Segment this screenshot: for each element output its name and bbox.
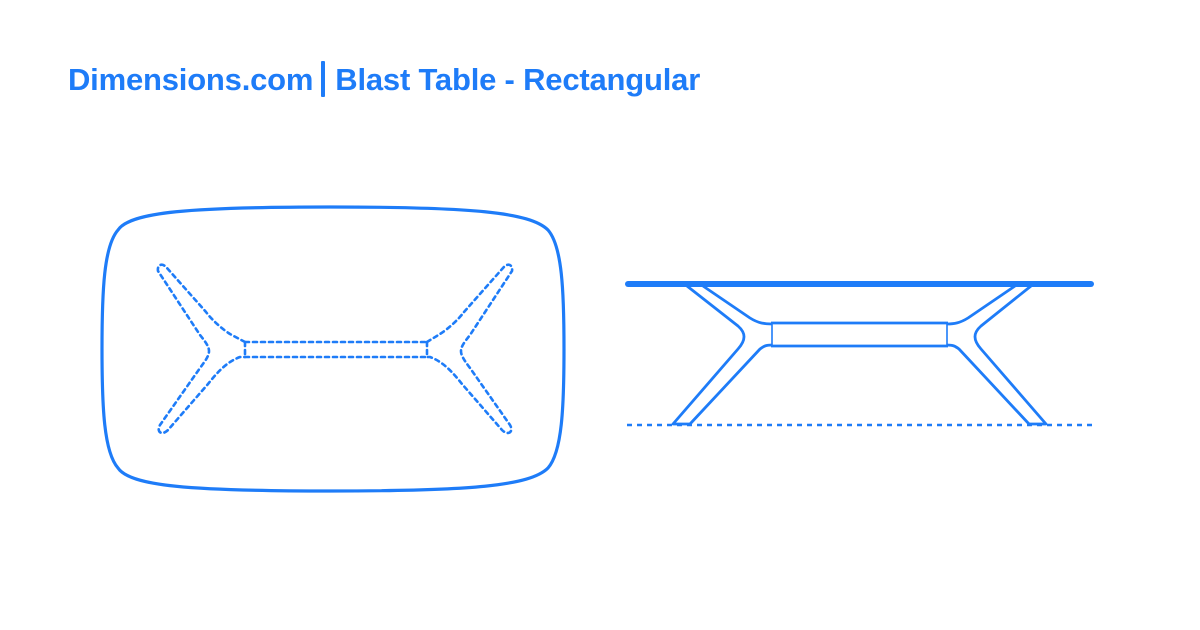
base-outline-dashed — [156, 263, 514, 435]
title-separator — [321, 61, 326, 97]
tabletop-outline — [100, 205, 566, 493]
top-view — [100, 205, 566, 493]
left-leg — [671, 284, 773, 426]
center-beam — [771, 321, 948, 348]
product-name: Blast Table - Rectangular — [335, 62, 701, 97]
right-leg — [946, 284, 1048, 426]
side-elevation — [625, 281, 1094, 427]
page-title: Dimensions.com Blast Table - Rectangular — [68, 58, 700, 102]
site-name: Dimensions.com — [68, 62, 314, 97]
center-beam-ends — [771, 323, 948, 346]
